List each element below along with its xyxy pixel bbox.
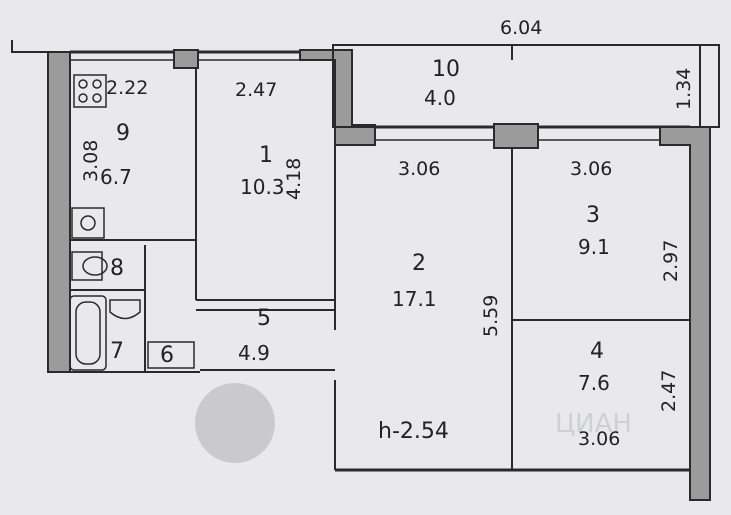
room-number: 8 [110, 256, 124, 281]
room-number: 2 [412, 251, 426, 276]
wall-room1-balcony [299, 49, 376, 146]
toilet-bowl-icon [82, 256, 108, 276]
dim-kitchen-width: 2.22 [106, 77, 148, 99]
fixtures [69, 74, 195, 371]
washbasin-icon [109, 299, 141, 320]
dim-room4-depth: 2.47 [658, 370, 680, 412]
dim-room3-window: 3.06 [570, 158, 612, 180]
wall-top-left [11, 40, 49, 70]
stove-icon [73, 74, 107, 108]
dim-balcony-depth: 1.34 [673, 68, 695, 110]
room-area: 4.0 [424, 86, 456, 110]
bathtub-icon [69, 295, 107, 371]
dim-room2-depth: 5.59 [480, 295, 502, 337]
burner-icon [92, 79, 102, 89]
bathtub-inner-icon [75, 301, 101, 365]
room-area: 6.7 [100, 165, 132, 189]
room-number: 5 [257, 306, 271, 331]
watermark-text: ЦИАН [555, 409, 632, 439]
pillar-windows [493, 123, 539, 149]
dim-room2-window: 3.06 [398, 158, 440, 180]
watermark-circle [195, 383, 275, 463]
room-number: 3 [586, 203, 600, 228]
room-area: 9.1 [578, 235, 610, 259]
room-area: 4.9 [238, 341, 270, 365]
dim-room1-width: 2.47 [235, 79, 277, 101]
room-number: 1 [259, 143, 273, 168]
room-area: 10.3 [240, 175, 285, 199]
wall-right [659, 126, 711, 501]
balcony-outline [332, 44, 720, 128]
ceiling-height: h-2.54 [378, 419, 449, 444]
room-number: 9 [116, 121, 130, 146]
room-labels: 1 10.3 2 17.1 3 9.1 4 7.6 5 4.9 6 7 8 9 … [100, 57, 610, 395]
walls [11, 40, 720, 501]
sink-icon [71, 207, 105, 239]
dim-room4-width: 3.06 [578, 428, 620, 450]
dim-kitchen-depth: 3.08 [80, 140, 102, 182]
pillar-top [173, 49, 199, 69]
room-number: 6 [160, 343, 174, 368]
room-number: 7 [110, 339, 124, 364]
room-number: 4 [590, 339, 604, 364]
room-area: 7.6 [578, 371, 610, 395]
wall-left [47, 51, 71, 373]
room-area: 17.1 [392, 287, 437, 311]
burner-icon [78, 93, 88, 103]
washer-icon [147, 341, 195, 369]
burner-icon [92, 93, 102, 103]
toilet-icon [71, 251, 103, 281]
dim-room3-depth: 2.97 [660, 240, 682, 282]
room-number: 10 [432, 57, 460, 82]
dim-balcony-width: 6.04 [500, 17, 542, 39]
dim-room1-depth: 4.18 [283, 158, 305, 200]
burner-icon [78, 79, 88, 89]
sink-bowl-icon [80, 215, 96, 231]
